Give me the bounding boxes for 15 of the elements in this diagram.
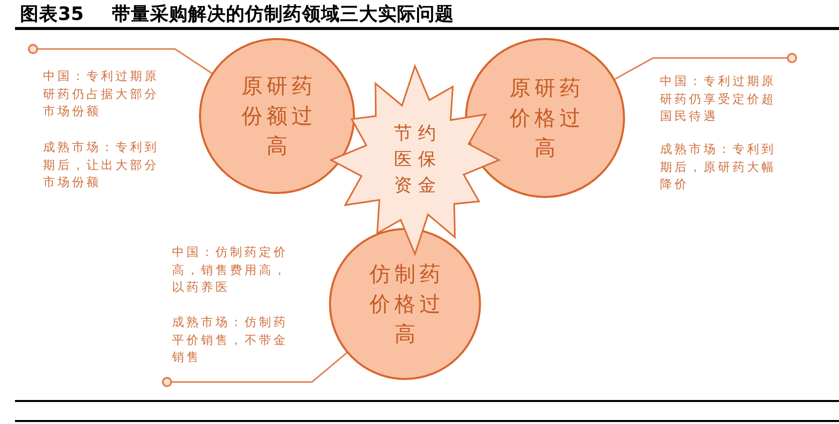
annotation-text: 成熟市场：专利到期后，原研药大幅降价 xyxy=(660,141,777,193)
figure-title: 图表35 带量采购解决的仿制药领域三大实际问题 xyxy=(20,3,454,27)
starburst-text: 节约医保资金 xyxy=(393,122,443,198)
annotation-text: 成熟市场：仿制药平价销售，不带金销售 xyxy=(172,314,289,366)
annotation-text: 中国：仿制药定价高，销售费用高，以药养医 xyxy=(172,244,289,296)
circle-text: 仿制药价格过高 xyxy=(368,261,446,348)
leader-line xyxy=(162,352,348,388)
annotation-text: 中国：专利过期原研药仍享受定价超国民待遇 xyxy=(660,73,777,125)
annotation-text: 中国：专利过期原研药仍占据大部分市场份额 xyxy=(43,68,160,120)
circle-text: 原研药份额过高 xyxy=(240,73,318,160)
starburst xyxy=(330,65,500,255)
leader-line xyxy=(614,52,798,80)
leader-line xyxy=(28,44,212,74)
annotation-text: 成熟市场：专利到期后，让出大部分市场份额 xyxy=(43,139,160,191)
circle-text: 原研药价格过高 xyxy=(508,75,586,162)
